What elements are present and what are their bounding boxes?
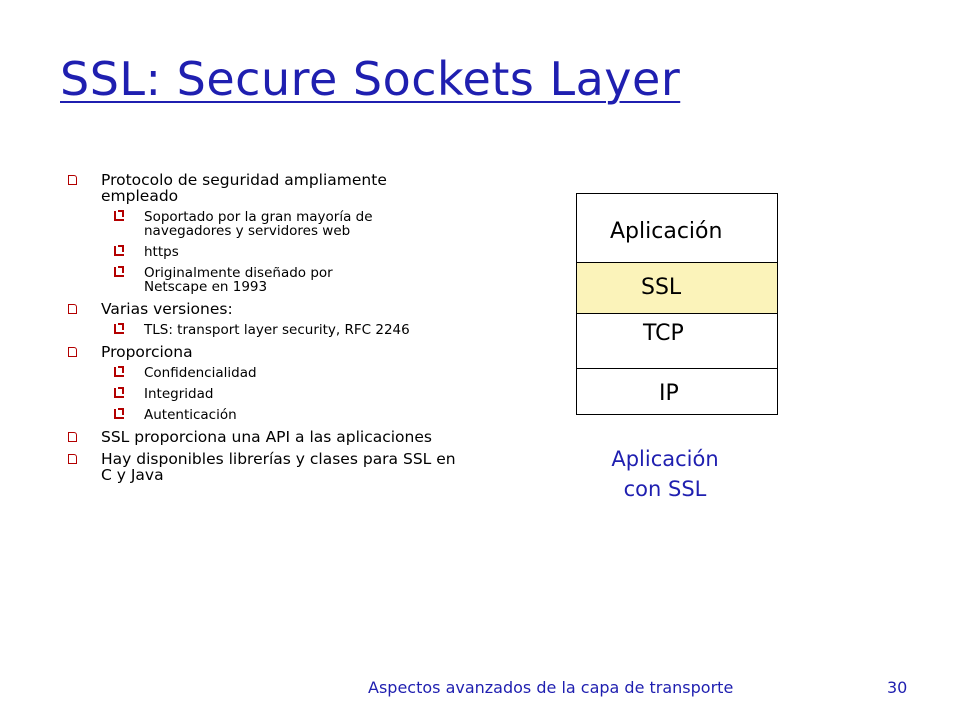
bullet-item: Proporciona	[68, 344, 468, 360]
sub-bullet-text: https	[144, 244, 179, 260]
sub-bullet-marker-icon	[114, 366, 124, 377]
sub-bullet-item: Soportado por la gran mayoría de navegad…	[68, 210, 444, 238]
sub-bullet-text: Confidencialidad	[144, 365, 257, 381]
sub-bullet-text: Autenticación	[144, 407, 237, 423]
layer-ip: IP	[577, 369, 777, 414]
layer-application: Aplicación	[577, 194, 777, 262]
protocol-stack-diagram: Aplicación SSL TCP IP	[576, 193, 778, 415]
sub-bullet-item: Originalmente diseñado por Netscape en 1…	[68, 266, 399, 294]
bullet-text: Varias versiones:	[101, 300, 233, 318]
sub-bullet-marker-icon	[114, 323, 124, 334]
sub-bullet-text: Originalmente diseñado por Netscape en 1…	[144, 265, 333, 295]
page-number: 30	[887, 678, 908, 697]
sub-bullet-marker-icon	[114, 266, 124, 277]
bullet-item: Hay disponibles librerías y clases para …	[68, 451, 471, 483]
layer-ssl: SSL	[577, 262, 777, 314]
sub-bullet-item: Integridad	[68, 387, 468, 401]
sub-bullet-marker-icon	[114, 387, 124, 398]
layer-label: TCP	[643, 321, 684, 346]
bullet-marker-icon	[68, 432, 77, 442]
bullet-list: Protocolo de seguridad ampliamente emple…	[68, 172, 468, 489]
sub-bullet-item: https	[68, 245, 468, 259]
sub-bullet-marker-icon	[114, 408, 124, 419]
sub-bullet-marker-icon	[114, 210, 124, 221]
bullet-text: Protocolo de seguridad ampliamente emple…	[101, 171, 387, 205]
sub-bullet-text: Integridad	[144, 386, 214, 402]
bullet-item: Protocolo de seguridad ampliamente emple…	[68, 172, 391, 204]
layer-label: IP	[659, 381, 679, 406]
bullet-text: SSL proporciona una API a las aplicacion…	[101, 428, 432, 446]
layer-label: Aplicación	[610, 219, 723, 244]
sub-bullet-text: Soportado por la gran mayoría de navegad…	[144, 209, 373, 239]
slide-title: SSL: Secure Sockets Layer	[60, 52, 681, 106]
bullet-item: Varias versiones:	[68, 301, 468, 317]
sub-bullet-item: Confidencialidad	[68, 366, 468, 380]
bullet-marker-icon	[68, 304, 77, 314]
sub-bullet-item: TLS: transport layer security, RFC 2246	[68, 323, 454, 337]
bullet-marker-icon	[68, 347, 77, 357]
caption-line: Aplicación	[611, 447, 719, 471]
slide-footer: Aspectos avanzados de la capa de transpo…	[368, 678, 734, 697]
sub-bullet-text: TLS: transport layer security, RFC 2246	[144, 322, 410, 338]
sub-bullet-item: Autenticación	[68, 408, 468, 422]
sub-bullet-marker-icon	[114, 245, 124, 256]
diagram-caption: Aplicación con SSL	[580, 444, 750, 504]
layer-label: SSL	[641, 275, 682, 300]
bullet-item: SSL proporciona una API a las aplicacion…	[68, 429, 446, 445]
caption-line: con SSL	[623, 477, 707, 501]
bullet-marker-icon	[68, 454, 77, 464]
bullet-text: Proporciona	[101, 343, 193, 361]
bullet-marker-icon	[68, 175, 77, 185]
layer-tcp: TCP	[577, 314, 777, 369]
bullet-text: Hay disponibles librerías y clases para …	[101, 450, 456, 484]
